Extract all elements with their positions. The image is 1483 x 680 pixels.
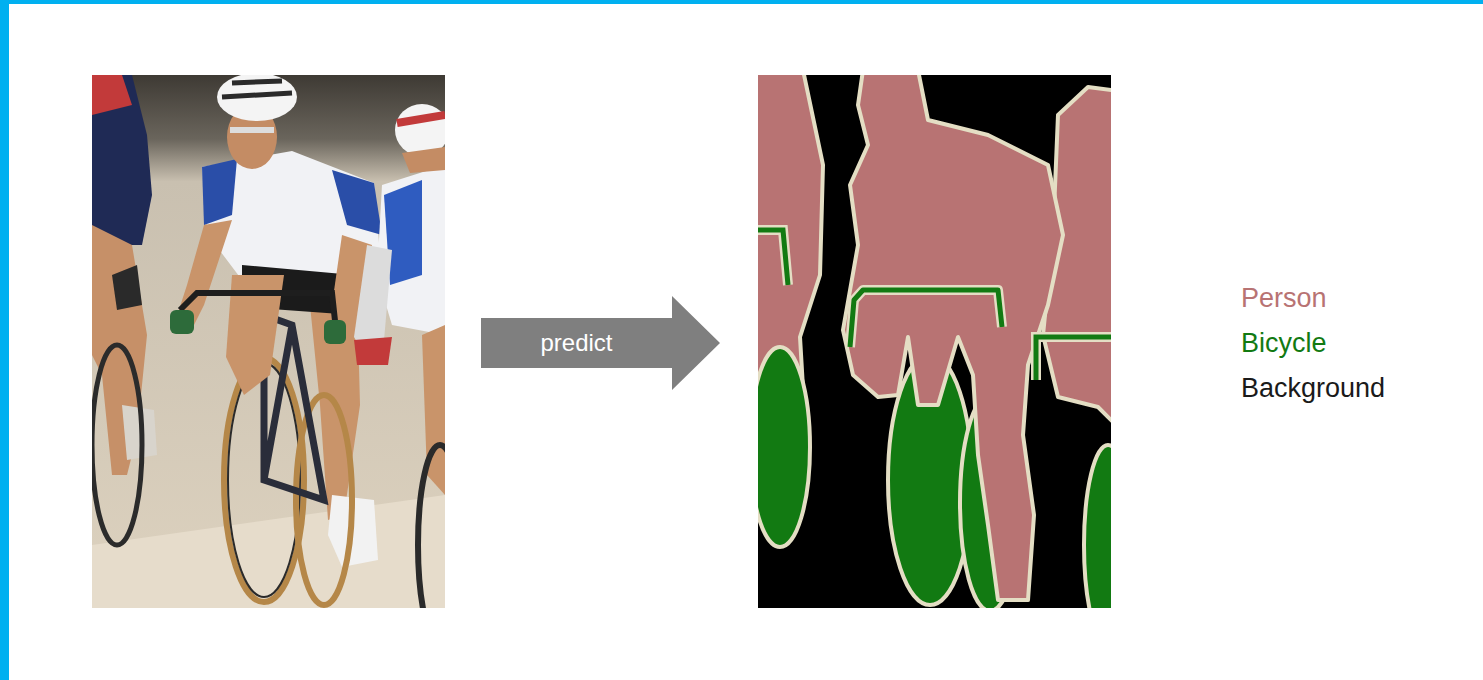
frame-bar — [0, 0, 9, 680]
legend-entry: Person — [1241, 284, 1327, 312]
arrow-label: predict — [540, 329, 612, 358]
legend-label: Background — [1241, 373, 1385, 403]
legend-label: Person — [1241, 283, 1327, 313]
legend-label: Bicycle — [1241, 328, 1327, 358]
legend-entry: Background — [1241, 374, 1385, 402]
arrow-shape: predict — [481, 296, 720, 390]
arrow-fill — [481, 296, 720, 390]
cyclist-photo — [92, 75, 445, 608]
legend-entry: Bicycle — [1241, 329, 1327, 357]
segmentation-mask — [758, 75, 1111, 608]
frame-bar — [0, 0, 1483, 4]
